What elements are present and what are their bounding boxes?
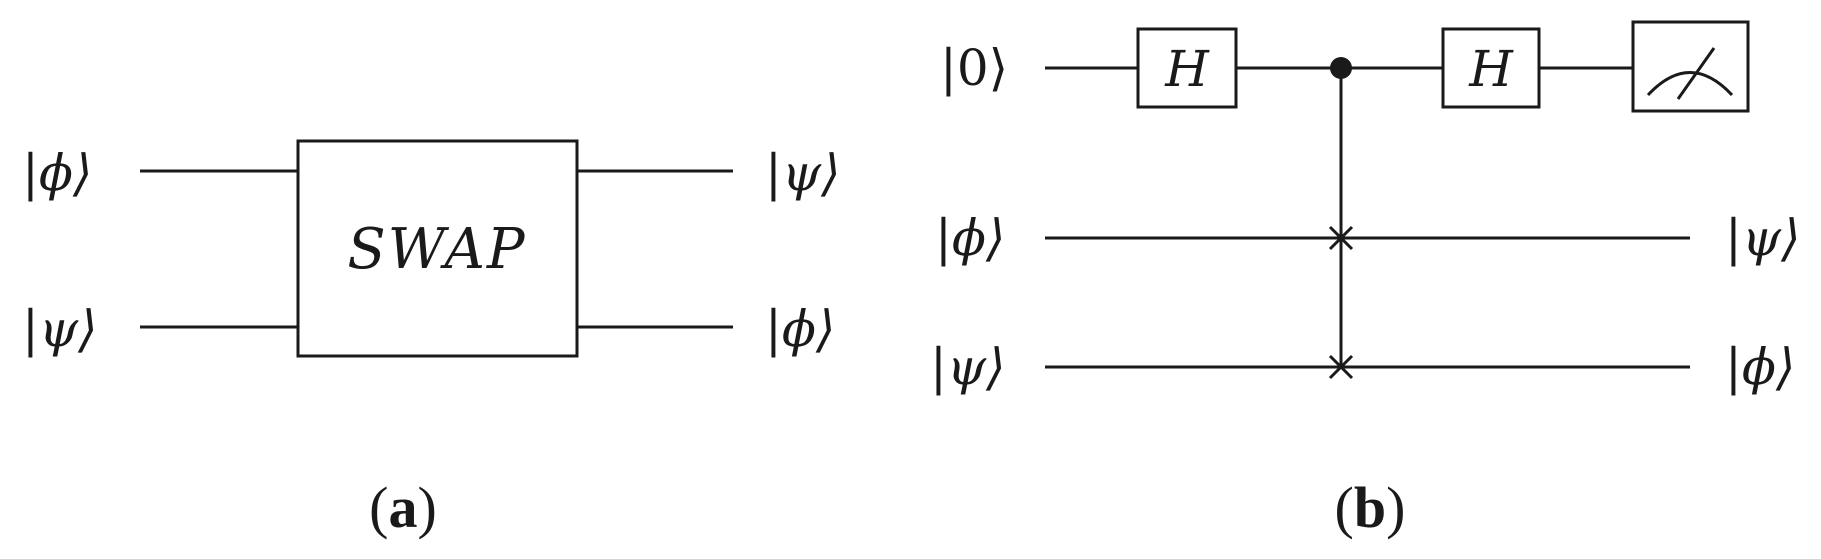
panel-b-input-phi: |ϕ⟩ [935, 209, 1005, 267]
panel-a-caption: (a) [369, 475, 437, 540]
panel-a-output-phi: |ϕ⟩ [765, 300, 835, 358]
hadamard-gate-1-label: H [1164, 40, 1210, 98]
hadamard-gate-2-label: H [1468, 40, 1514, 98]
hadamard-gate-1 [1136, 27, 1238, 109]
swap-cross-bottom [1328, 354, 1354, 380]
panel-a-output-psi: |ψ⟩ [765, 144, 841, 202]
panel-a-input-psi: |ψ⟩ [22, 300, 98, 358]
swap-cross-top [1328, 225, 1354, 251]
panel-b-input-zero: |0⟩ [940, 39, 1008, 97]
measurement-meter-icon [1631, 20, 1750, 113]
panel-b-output-phi: |ϕ⟩ [1725, 338, 1795, 396]
panel-b-caption: (b) [1335, 475, 1406, 540]
panel-b-output-psi: |ψ⟩ [1725, 209, 1801, 267]
panel-a-input-phi: |ϕ⟩ [22, 144, 92, 202]
hadamard-gate-2 [1441, 27, 1541, 109]
panel-a: |ϕ⟩ |ψ⟩ SWAP |ψ⟩ |ϕ⟩ (a) [22, 139, 841, 540]
panel-b: |0⟩ |ϕ⟩ |ψ⟩ H H [930, 20, 1801, 540]
panel-b-input-psi: |ψ⟩ [930, 338, 1006, 396]
control-dot [1330, 57, 1352, 79]
swap-gate-label: SWAP [347, 217, 526, 282]
swap-gate [296, 139, 579, 358]
